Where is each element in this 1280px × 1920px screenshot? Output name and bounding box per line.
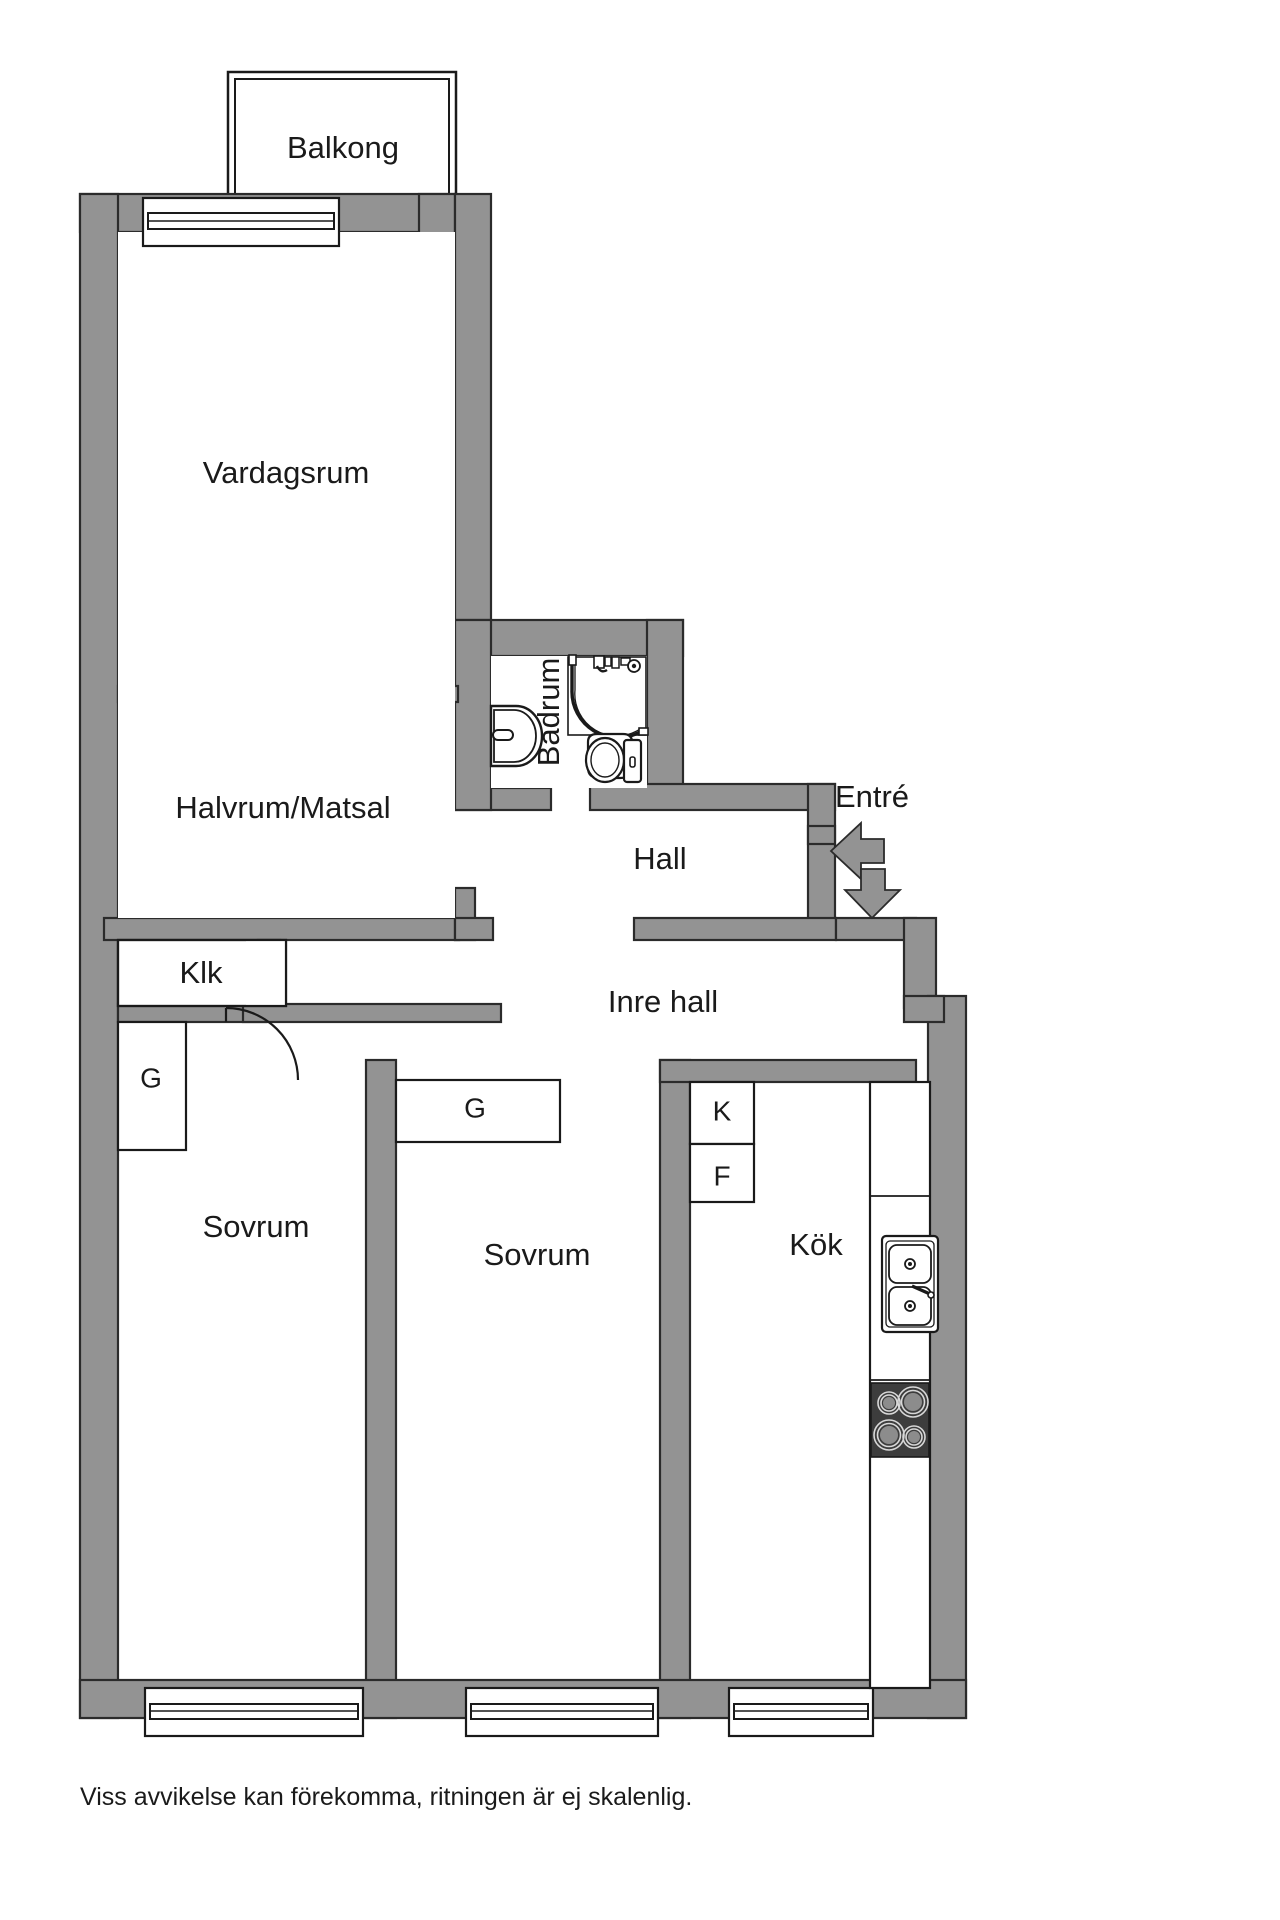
interior-floor-areas	[118, 232, 455, 918]
klk-outline	[116, 938, 288, 1008]
room-label-frys: F	[713, 1160, 730, 1191]
stove-icon	[870, 1382, 930, 1458]
room-label-badrum: Badrum	[531, 658, 566, 767]
window-sovrum-2	[464, 1686, 660, 1738]
klk-gap	[246, 940, 286, 1006]
room-label-halvrum-matsal: Halvrum/Matsal	[175, 790, 390, 825]
entrance-arrow-down-icon	[842, 868, 903, 920]
window-kok	[727, 1686, 875, 1738]
corner-shower-icon	[567, 654, 649, 740]
room-label-garderob-2: G	[464, 1092, 486, 1123]
room-label-vardagsrum: Vardagsrum	[203, 455, 370, 490]
room-label-kyl: K	[713, 1095, 732, 1126]
door-swing-arc-klk	[225, 1006, 300, 1081]
room-label-balkong: Balkong	[287, 130, 399, 165]
room-label-garderob-1: G	[140, 1062, 162, 1093]
freezer-box	[688, 1142, 756, 1204]
window-sovrum-1	[143, 1686, 365, 1738]
toilet-icon	[584, 732, 643, 784]
window-balcony-door	[141, 196, 341, 248]
kitchen-sink-icon	[880, 1234, 940, 1334]
room-label-hall: Hall	[633, 841, 686, 876]
bathroom-sink-icon	[489, 704, 544, 768]
room-label-klk: Klk	[179, 955, 223, 990]
wardrobe-g-sovrum2	[394, 1078, 562, 1144]
room-label-inre-hall: Inre hall	[608, 984, 718, 1019]
room-label-sovrum-2: Sovrum	[484, 1237, 591, 1272]
room-label-kok: Kök	[789, 1227, 843, 1262]
disclaimer-caption: Viss avvikelse kan förekomma, ritningen …	[80, 1783, 692, 1811]
room-label-entre: Entré	[835, 779, 909, 814]
wardrobe-g-sovrum1	[116, 1020, 188, 1152]
room-label-sovrum-1: Sovrum	[203, 1209, 310, 1244]
